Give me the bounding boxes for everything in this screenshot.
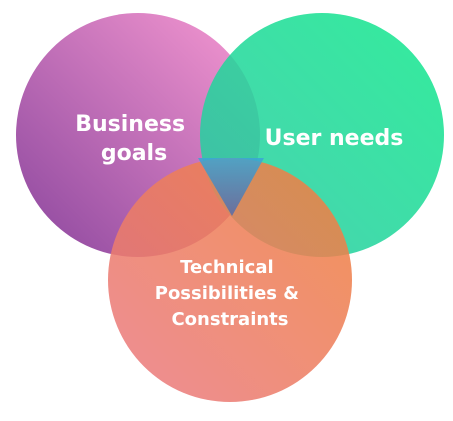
technical-label-line-2: Possibilities &	[155, 283, 299, 304]
business-goals-label-line-2: goals	[101, 141, 167, 166]
center-overlap-wedge	[198, 158, 264, 216]
business-goals-label-line-1: Business	[75, 112, 185, 137]
technical-possibilities-circle	[108, 158, 352, 402]
user-needs-label: User needs	[265, 126, 404, 151]
user-needs-label-line-1: User needs	[265, 126, 404, 151]
business-goals-label: Business goals	[75, 112, 193, 166]
technical-label-line-1: Technical	[180, 257, 274, 278]
technical-label-line-3: Constraints	[171, 309, 288, 330]
technical-possibilities-label: Technical Possibilities & Constraints	[155, 257, 306, 330]
